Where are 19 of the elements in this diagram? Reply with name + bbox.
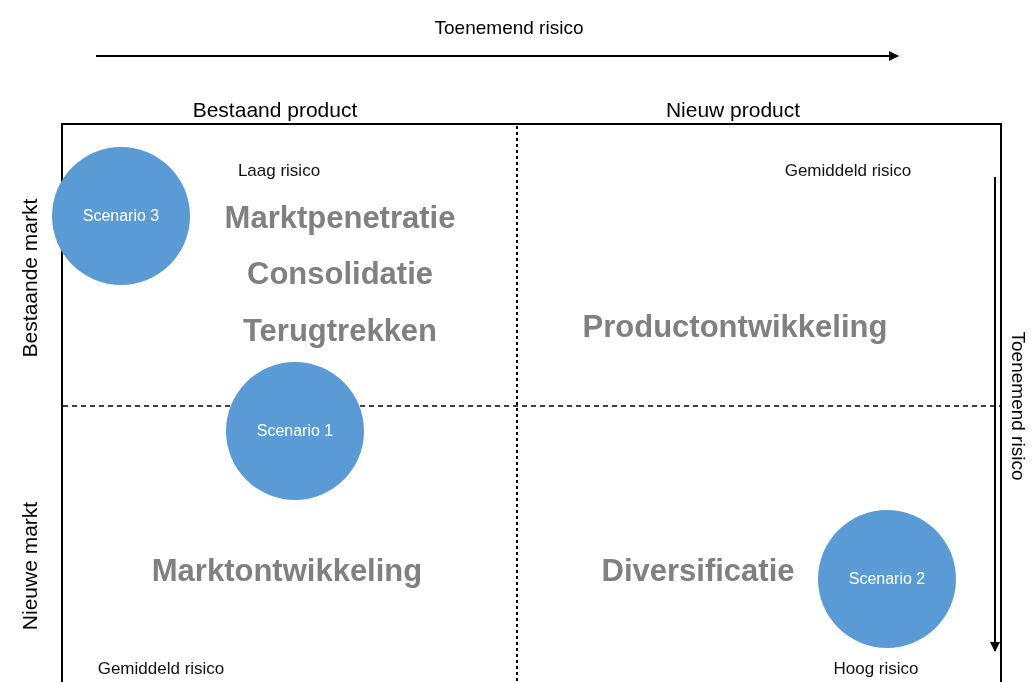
scenario-circle: Scenario 2 (818, 510, 956, 648)
column-heading: Nieuw product (665, 97, 801, 123)
column-heading: Bestaand product (192, 97, 358, 123)
risk-label: Gemiddeld risico (784, 161, 912, 181)
row-heading: Bestaande markt (17, 198, 42, 358)
strategy-label: Consolidatie (247, 256, 433, 292)
axis-title: Toenemend risico (434, 17, 584, 39)
axis-title: Toenemend risico (1007, 331, 1029, 481)
scenario-circle: Scenario 3 (52, 147, 190, 285)
strategy-label: Diversificatie (601, 553, 795, 589)
risk-label: Hoog risico (833, 659, 919, 679)
strategy-label: Productontwikkeling (582, 309, 888, 345)
risk-label: Gemiddeld risico (97, 659, 225, 679)
risk-label: Laag risico (237, 161, 321, 181)
strategy-label: Terugtrekken (242, 313, 438, 349)
strategy-label: Marktontwikkeling (151, 553, 423, 589)
scenario-circle: Scenario 1 (226, 362, 364, 500)
row-heading: Nieuwe markt (17, 501, 42, 631)
strategy-label: Marktpenetratie (224, 200, 456, 236)
